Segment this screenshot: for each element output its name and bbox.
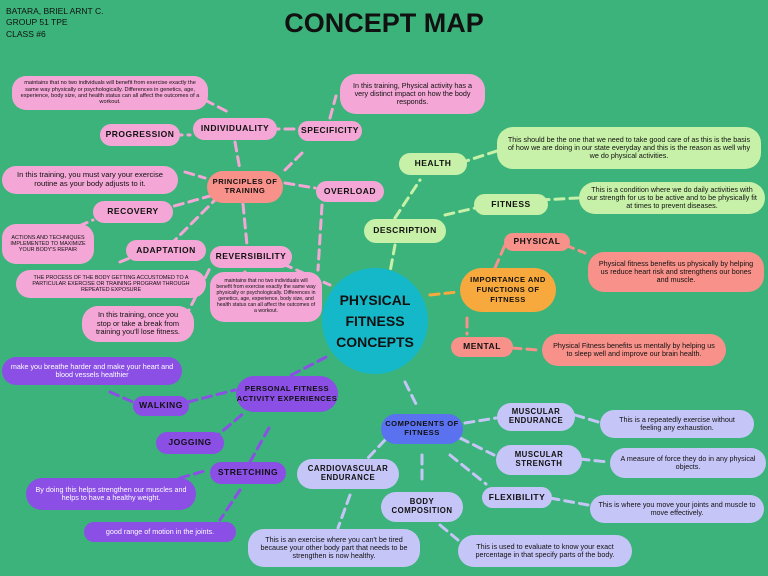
connector-line [203, 98, 230, 114]
connector-line [443, 206, 477, 217]
connector-line [183, 170, 207, 180]
personal-activity-node: PERSONAL FITNESS ACTIVITY EXPERIENCES [236, 376, 338, 412]
overload-node: OVERLOAD [316, 181, 384, 202]
page-title: CONCEPT MAP [284, 8, 484, 38]
principles-of-training-node: PRINCIPLES OF TRAINING [207, 171, 283, 203]
body-composition-description: This is used to evaluate to know your ex… [458, 535, 632, 567]
fitness-node: FITNESS [474, 194, 548, 215]
connector-line [108, 390, 135, 404]
connector-line [186, 388, 237, 404]
physical-node: PHYSICAL [504, 233, 570, 251]
connector-line [393, 178, 422, 220]
connector-line [463, 416, 498, 425]
connector-line [578, 457, 610, 464]
connector-line [493, 243, 507, 270]
connector-line [218, 488, 242, 522]
connector-line [283, 181, 317, 190]
connector-line [403, 380, 420, 410]
individuality-node: INDIVIDUALITY [193, 118, 277, 140]
jogging-node: JOGGING [156, 432, 224, 454]
connector-line [233, 140, 242, 172]
connector-line [388, 243, 397, 274]
description-node: DESCRIPTION [364, 219, 446, 243]
mental-node: MENTAL [451, 337, 513, 357]
progression-description: In this training, you must vary your exe… [2, 166, 178, 194]
connector-line [458, 436, 496, 457]
muscular-endurance-node: MUSCULAR ENDURANCE [497, 403, 575, 431]
adaptation-description: THE PROCESS OF THE BODY GETTING ACCUSTOM… [16, 270, 206, 298]
center-node: PHYSICAL FITNESS CONCEPTS [322, 268, 428, 374]
recovery-node: RECOVERY [93, 201, 173, 223]
connector-line [548, 496, 590, 507]
health-node: HEALTH [399, 153, 467, 175]
specificity-description: In this training, Physical activity has … [340, 74, 485, 114]
connector-line [328, 94, 338, 120]
connector-line [178, 468, 210, 480]
connector-line [248, 424, 272, 464]
connector-line [283, 148, 307, 172]
flexibility-node: FLEXIBILITY [482, 487, 552, 508]
reversibility-node: REVERSIBILITY [210, 246, 292, 268]
muscular-strength-node: MUSCULAR STRENGTH [496, 445, 582, 475]
connector-line [428, 290, 460, 297]
physical-description: Physical fitness benefits us physically … [588, 252, 764, 292]
importance-node: IMPORTANCE AND FUNCTIONS OF FITNESS [460, 268, 556, 312]
health-description: This should be the one that we need to t… [497, 127, 761, 169]
connector-line [448, 453, 488, 486]
author-class: CLASS #6 [6, 28, 46, 39]
connector-line [316, 203, 324, 272]
jogging-description: By doing this helps strengthen our muscl… [26, 478, 196, 510]
connector-line [573, 413, 600, 424]
cardiovascular-endurance-node: CARDIOVASCULAR ENDURANCE [297, 459, 399, 489]
walking-description: make you breathe harder and make your he… [2, 357, 182, 385]
recovery-description: ACTIONS AND TECHNIQUES IMPLEMENTED TO MA… [2, 224, 94, 264]
stretching-description: good range of motion in the joints. [84, 522, 236, 542]
reversibility-description: In this training, once you stop or take … [82, 306, 194, 342]
connector-line [366, 438, 387, 460]
muscular-endurance-description: This is a repeatedly exercise without fe… [600, 410, 754, 438]
fitness-description: This is a condition where we do daily ac… [579, 182, 765, 214]
connector-line [336, 493, 352, 530]
muscular-strength-description: A measure of force they do in any physic… [610, 448, 766, 478]
components-of-fitness-node: COMPONENTS OF FITNESS [381, 414, 463, 444]
author-name: BATARA, BRIEL ARNT C. [6, 6, 104, 16]
walking-node: WALKING [133, 396, 189, 416]
individuality-description: maintains that no two individuals will b… [12, 76, 208, 110]
overload-description: maintains that no two individuals will b… [210, 272, 322, 322]
flexibility-description: This is where you move your joints and m… [590, 495, 764, 523]
body-composition-node: BODY COMPOSITION [381, 492, 463, 522]
connector-line [168, 198, 217, 247]
specificity-node: SPECIFICITY [298, 121, 362, 141]
connector-line [281, 262, 332, 287]
stretching-node: STRETCHING [210, 462, 286, 484]
author-info: BATARA, BRIEL ARNT C. GROUP 51 TPE CLASS… [6, 6, 103, 40]
mental-description: Physical Fitness benefits us mentally by… [542, 334, 726, 366]
cardiovascular-endurance-description: This is an exercise where you can't be t… [248, 529, 420, 567]
connector-line [118, 256, 132, 264]
connector-line [438, 523, 460, 542]
progression-node: PROGRESSION [100, 124, 180, 146]
adaptation-node: ADAPTATION [126, 240, 206, 261]
connector-line [510, 346, 540, 352]
connector-line [241, 202, 249, 247]
author-group: GROUP 51 TPE [6, 17, 68, 28]
